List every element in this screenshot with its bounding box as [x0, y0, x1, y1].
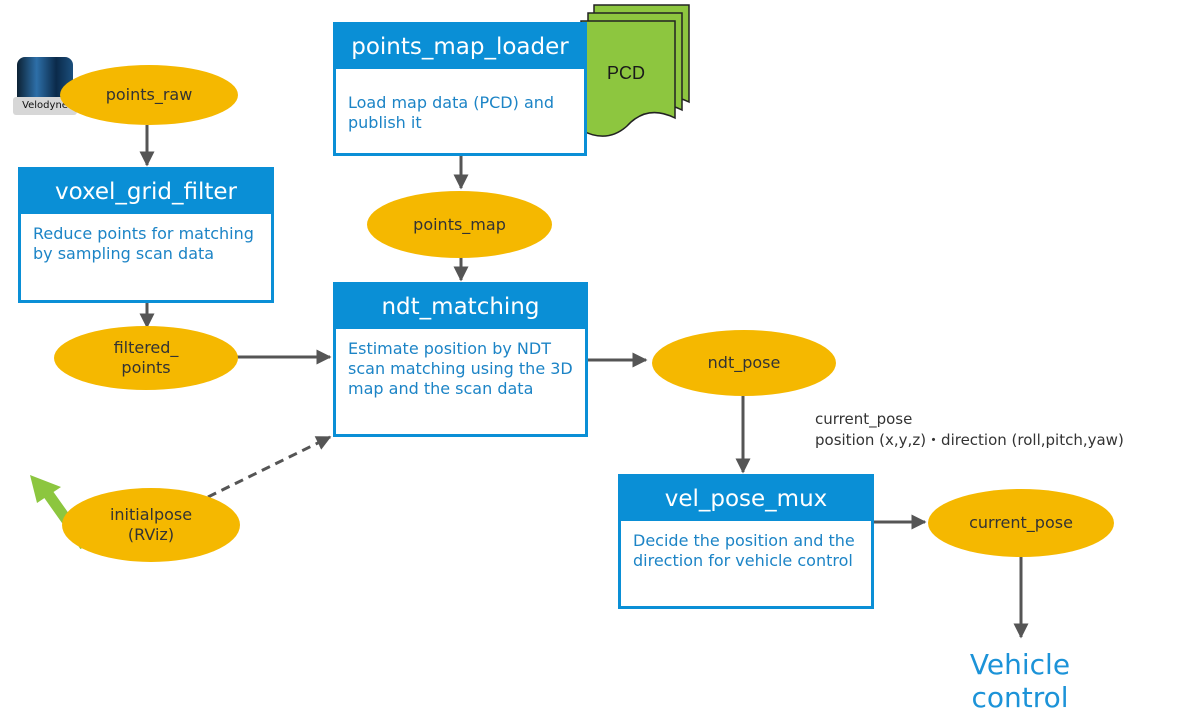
topic-points-raw: points_raw — [60, 65, 238, 125]
node-ndt-matching: ndt_matching Estimate position by NDT sc… — [333, 282, 588, 437]
node-description: Reduce points for matching by sampling s… — [33, 224, 254, 263]
node-vel-pose-mux: vel_pose_mux Decide the position and the… — [618, 474, 874, 609]
topic-filtered-points: filtered_ points — [54, 326, 238, 390]
node-title: points_map_loader — [336, 25, 584, 69]
topic-ndt-pose: ndt_pose — [652, 330, 836, 396]
node-description: Decide the position and the direction fo… — [633, 531, 855, 570]
vehicle-control-label: Vehicle control — [969, 648, 1071, 714]
topic-current-pose: current_pose — [928, 489, 1114, 557]
node-title: voxel_grid_filter — [21, 170, 271, 214]
topic-points-map: points_map — [367, 191, 552, 258]
node-description: Load map data (PCD) and publish it — [348, 93, 555, 132]
annotation-current-pose: current_pose — [815, 410, 913, 428]
node-points-map-loader: points_map_loader Load map data (PCD) an… — [333, 22, 587, 156]
topic-initialpose: initialpose (RViz) — [62, 488, 240, 562]
annotation-position-direction: position (x,y,z)・direction (roll,pitch,y… — [815, 431, 1124, 449]
node-description: Estimate position by NDT scan matching u… — [348, 339, 573, 398]
pcd-label: PCD — [607, 63, 645, 83]
arrow-initialpose-to-ndt — [207, 435, 332, 499]
node-title: ndt_matching — [336, 285, 585, 329]
pcd-document-icon: PCD — [580, 4, 690, 137]
node-voxel-grid-filter: voxel_grid_filter Reduce points for matc… — [18, 167, 274, 303]
velodyne-label: Velodyne — [13, 97, 77, 115]
node-title: vel_pose_mux — [621, 477, 871, 521]
